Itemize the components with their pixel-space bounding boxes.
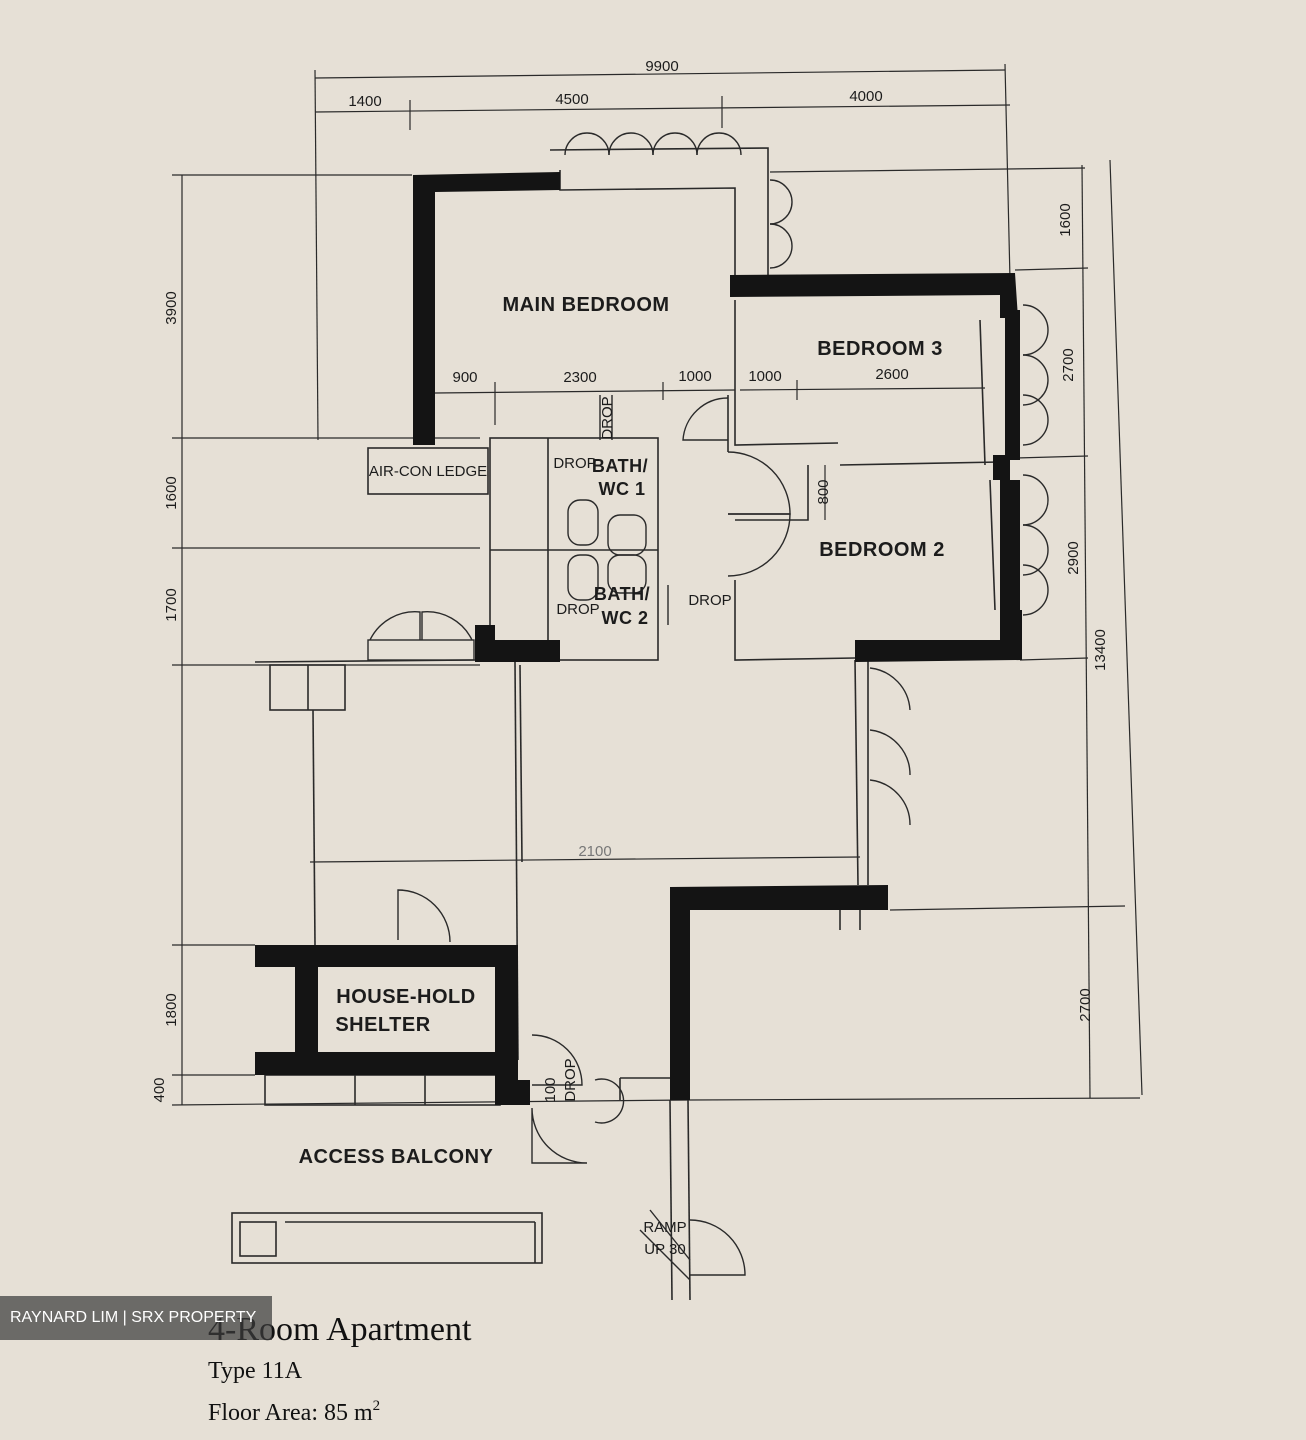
dim-inner-5: 2600	[875, 366, 908, 383]
dim-right-3: 2900	[1065, 541, 1082, 574]
caption-type: Type 11A	[208, 1358, 303, 1384]
dimension-lines	[171, 63, 1143, 1106]
label-bath2-line2: WC 2	[602, 608, 649, 628]
label-bedroom-3: BEDROOM 3	[817, 338, 943, 360]
dim-top-1: 1400	[348, 93, 381, 110]
dim-left-5: 400	[151, 1077, 168, 1102]
dim-left-3: 1700	[163, 588, 180, 621]
dim-right-2: 2700	[1060, 348, 1077, 381]
dim-living-bottom: 2100	[578, 843, 611, 860]
label-drop-4: DROP	[688, 592, 731, 609]
caption: 4-Room Apartment Type 11A Floor Area: 85…	[208, 1311, 472, 1426]
label-shelter-line1: HOUSE-HOLD	[336, 986, 475, 1008]
thin-walls	[231, 147, 1001, 1301]
label-main-bedroom: MAIN BEDROOM	[502, 294, 669, 316]
label-drop-1: DROP	[553, 455, 596, 472]
dim-top-2: 4500	[555, 91, 588, 108]
dim-left-1: 3900	[163, 291, 180, 324]
dim-inner-2: 2300	[563, 369, 596, 386]
dim-right-4: 2700	[1077, 988, 1094, 1021]
label-aircon-ledge: AIR-CON LEDGE	[369, 463, 487, 480]
label-ramp-line1: RAMP	[643, 1219, 686, 1236]
dim-top-3: 4000	[849, 88, 882, 105]
dimension-labels: 9900 1400 4500 4000 900 2300 1000 1000 2…	[151, 58, 1109, 1103]
label-drop-3: DROP	[556, 601, 599, 618]
dim-bedroom2-door: 800	[815, 479, 832, 504]
room-labels: MAIN BEDROOM BEDROOM 3 BEDROOM 2 AIR-CON…	[299, 294, 945, 1258]
dim-right-total: 13400	[1092, 629, 1109, 671]
caption-area: Floor Area: 85 m2	[208, 1398, 380, 1426]
dim-top-total: 9900	[645, 58, 678, 75]
doors-windows	[367, 132, 1049, 1281]
caption-area-sup: 2	[373, 1398, 381, 1414]
label-ramp-line2: UP 30	[644, 1241, 685, 1258]
dim-inner-3: 1000	[678, 368, 711, 385]
bathroom-fixtures	[567, 395, 669, 625]
dim-inner-4: 1000	[748, 368, 781, 385]
label-shelter-line2: SHELTER	[335, 1014, 430, 1036]
label-bath1-line2: WC 1	[599, 479, 646, 499]
label-drop-2: DROP	[599, 396, 616, 439]
watermark: RAYNARD LIM | SRX PROPERTY	[0, 1296, 272, 1340]
dim-left-4: 1800	[163, 993, 180, 1026]
label-access-balcony: ACCESS BALCONY	[299, 1146, 494, 1168]
label-bedroom-2: BEDROOM 2	[819, 539, 945, 561]
label-drop-5: DROP	[562, 1058, 579, 1101]
dim-entrance-drop: 100	[542, 1077, 559, 1102]
caption-area-text: Floor Area: 85 m	[208, 1400, 373, 1426]
thick-walls	[255, 172, 1022, 1105]
dim-left-2: 1600	[163, 476, 180, 509]
dim-inner-1: 900	[452, 369, 477, 386]
label-bath2-line1: BATH/	[594, 584, 650, 604]
label-bath1-line1: BATH/	[592, 456, 648, 476]
dim-right-1: 1600	[1057, 203, 1074, 236]
